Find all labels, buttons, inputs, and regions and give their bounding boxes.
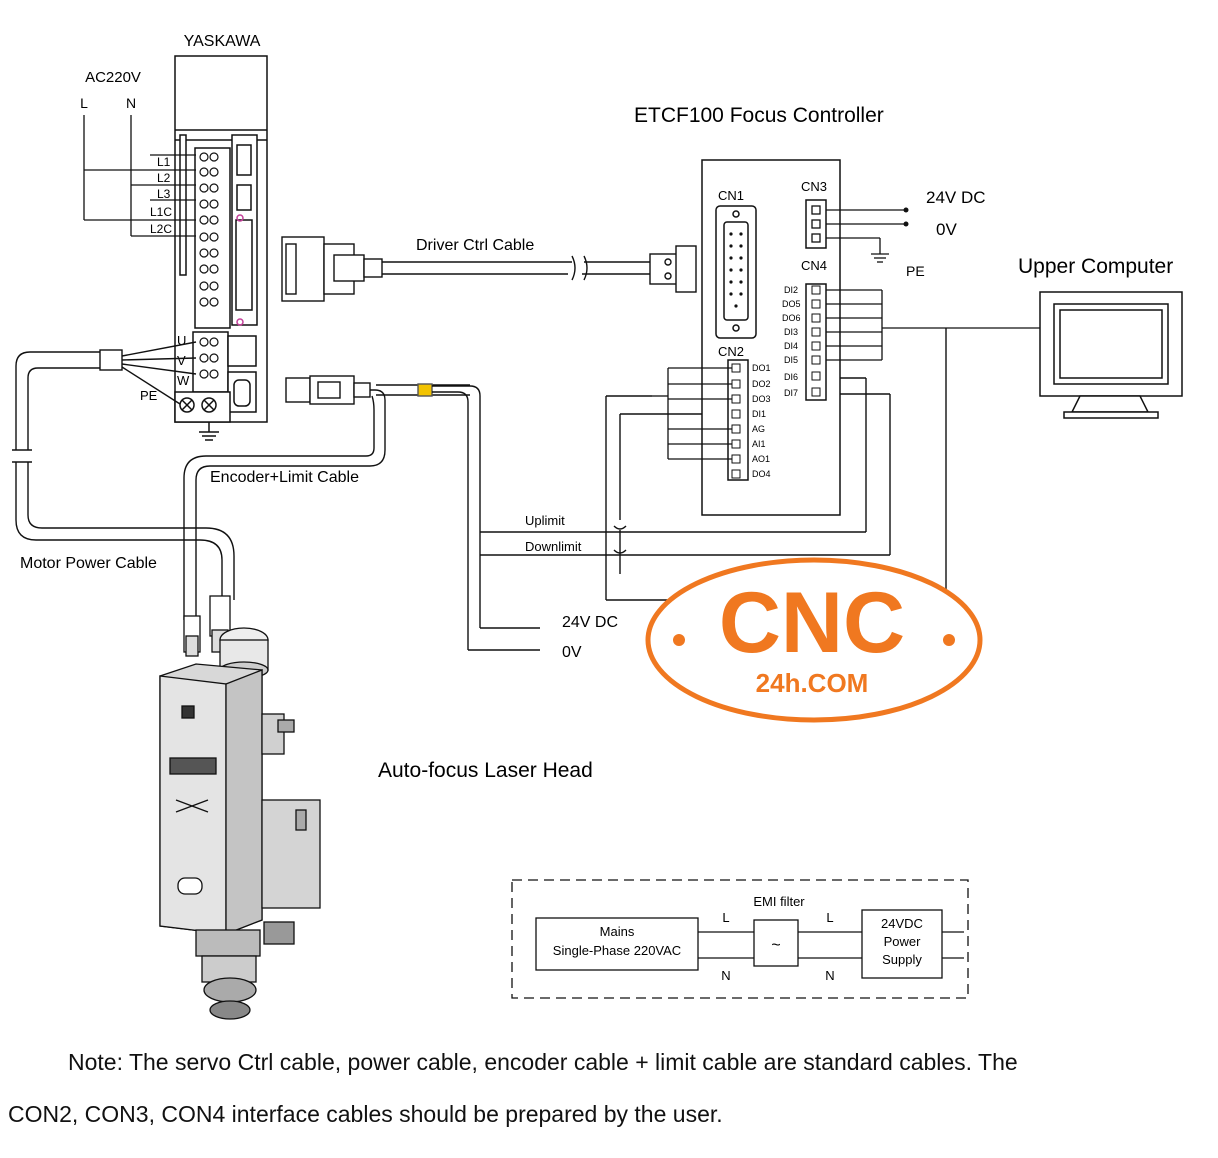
drive-power-terminal-labels: L1 L2 L3 L1C L2C [150, 155, 172, 236]
cn2-pin-label: DI1 [752, 409, 766, 419]
neutral-label: N [126, 95, 136, 111]
watermark-sub-text: 24h.COM [756, 668, 869, 698]
emi-filter-symbol: ~ [771, 937, 780, 954]
cn2-pin-label: AG [752, 424, 765, 434]
watermark-dot-right [943, 634, 955, 646]
power-block-labels: Mains Single-Phase 220VAC EMI filter ~ L… [553, 894, 923, 983]
laser-head-label: Auto-focus Laser Head [378, 759, 593, 782]
motor-terminal-labels: U V W PE [140, 333, 190, 403]
cn4-pin-label: DO5 [782, 299, 801, 309]
note-line2-text: CON2, CON3, CON4 interface cables should… [8, 1101, 723, 1127]
ac-input-wiring [83, 115, 196, 237]
psu-label-line1: 24VDC [881, 916, 923, 931]
cn4-pin-label: DI5 [784, 355, 798, 365]
driver-ctrl-cable [281, 236, 697, 302]
cn4-pin-label: DI7 [784, 388, 798, 398]
cn4-pin-label: DI3 [784, 327, 798, 337]
terminal-label-v: V [177, 353, 186, 368]
emi-input-n-label: N [721, 968, 730, 983]
controller-title: ETCF100 Focus Controller [634, 104, 884, 127]
terminal-label-l3: L3 [157, 187, 171, 201]
emi-input-l-label: L [722, 910, 729, 925]
drive-terminal-dots [199, 152, 219, 379]
watermark-ellipse [645, 557, 983, 723]
limit-0v-label: 0V [562, 644, 582, 661]
power-block [511, 879, 969, 999]
encoder-limit-cable-label: Encoder+Limit Cable [210, 469, 359, 486]
cn2-pin-label: DO1 [752, 363, 771, 373]
cn4-pin-boxes [811, 285, 821, 397]
terminal-label-l1: L1 [157, 155, 171, 169]
terminal-label-w: W [177, 373, 190, 388]
cn2-pin-labels: DO1 DO2 DO3 DI1 AG AI1 AO1 DO4 [752, 363, 771, 479]
laser-head-image [159, 595, 321, 1020]
cn3-pe-label: PE [906, 263, 925, 279]
cn4-pin-label: DO6 [782, 313, 801, 323]
driver-ctrl-cable-label: Driver Ctrl Cable [416, 237, 534, 254]
watermark-main-text: CNC [719, 575, 905, 671]
cn3-wiring [811, 205, 904, 263]
footer-note-line1: Note: The servo Ctrl cable, power cable,… [8, 1036, 1208, 1088]
cn3-24v-label: 24V DC [926, 188, 986, 207]
terminal-label-u: U [177, 333, 186, 348]
cn4-pin-label: DI6 [784, 372, 798, 382]
cn3-terminal-dots [903, 207, 909, 227]
footer-note-line2: CON2, CON3, CON4 interface cables should… [8, 1088, 1208, 1140]
cn4-pin-label: DI4 [784, 341, 798, 351]
drive-brand-label: YASKAWA [184, 33, 261, 50]
monitor-icon [1039, 291, 1183, 419]
cn2-pin-label: AO1 [752, 454, 770, 464]
footer-note: Note: The servo Ctrl cable, power cable,… [8, 1036, 1208, 1140]
upper-computer-label: Upper Computer [1018, 255, 1173, 278]
cn4-label: CN4 [801, 258, 827, 273]
cn2-pin-label: DO4 [752, 469, 771, 479]
encoder-limit-cable [183, 375, 540, 651]
cn2-pin-boxes [731, 363, 741, 479]
psu-label-line2: Power [884, 934, 922, 949]
controller-box [701, 159, 841, 516]
terminal-label-l1c: L1C [150, 205, 172, 219]
cn2-pin-label: DO3 [752, 394, 771, 404]
emi-output-l-label: L [826, 910, 833, 925]
psu-label-line3: Supply [882, 952, 922, 967]
cn1-label: CN1 [718, 188, 744, 203]
cn3-label: CN3 [801, 179, 827, 194]
cn2-pin-label: AI1 [752, 439, 766, 449]
drive-pe-label: PE [140, 388, 158, 403]
uplimit-label: Uplimit [525, 513, 565, 528]
cn4-pin-labels: DI2 DO5 DO6 DI3 DI4 DI5 DI6 DI7 [782, 285, 801, 398]
mains-label-line1: Mains [600, 924, 635, 939]
servo-drive [174, 55, 268, 441]
ac-supply-label: AC220V [85, 69, 141, 86]
terminal-label-l2: L2 [157, 171, 171, 185]
cn1-pins [729, 232, 743, 308]
emi-output-n-label: N [825, 968, 834, 983]
cn2-pin-label: DO2 [752, 379, 771, 389]
terminal-label-l2c: L2C [150, 222, 172, 236]
cn3-0v-label: 0V [936, 220, 957, 239]
cn4-wiring [826, 289, 1040, 361]
cnc24h-watermark-logo: CNC 24h.COM [645, 557, 983, 723]
watermark-dot-left [673, 634, 685, 646]
motor-power-cable-label: Motor Power Cable [20, 555, 157, 572]
note-line1-text: Note: The servo Ctrl cable, power cable,… [68, 1049, 1018, 1075]
cn2-wiring [652, 367, 732, 460]
line-label: L [80, 95, 88, 111]
limit-24v-label: 24V DC [562, 614, 618, 631]
cn4-pin-label: DI2 [784, 285, 798, 295]
motor-power-cable [12, 341, 235, 600]
mains-label-line2: Single-Phase 220VAC [553, 943, 681, 958]
emi-filter-label: EMI filter [753, 894, 805, 909]
downlimit-label: Downlimit [525, 539, 582, 554]
cn2-label: CN2 [718, 344, 744, 359]
